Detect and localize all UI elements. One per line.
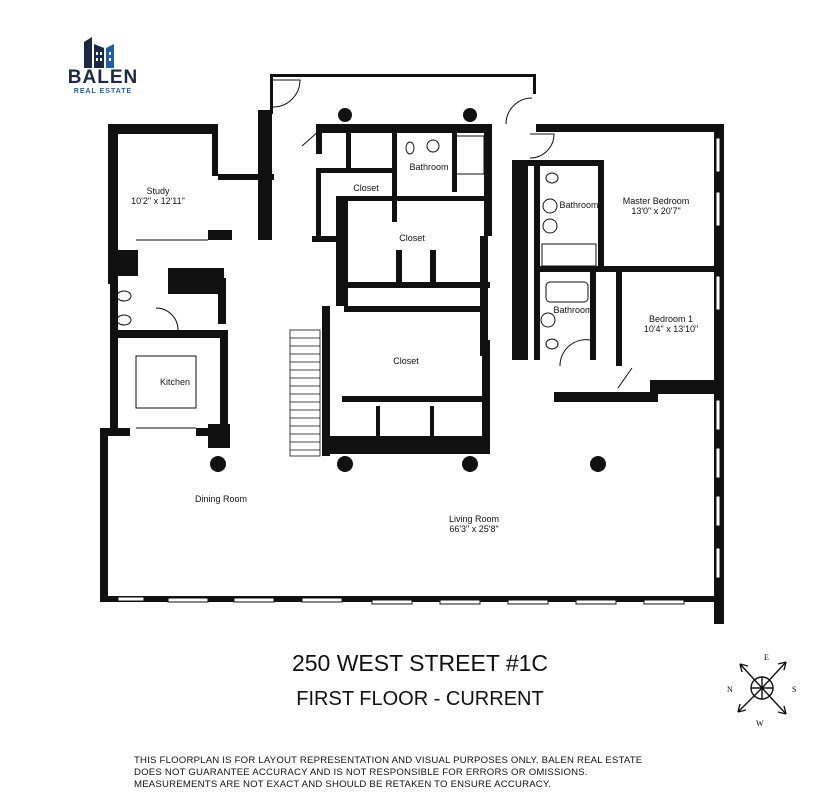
room-bedroom-1: Bedroom 1 10'4" x 13'10" xyxy=(643,314,699,334)
sink-icon xyxy=(426,139,440,153)
shower-icon xyxy=(541,243,597,267)
building-logo-icon xyxy=(84,37,114,68)
room-study: Study 10'2" x 12'11" xyxy=(131,186,185,206)
compass-e: E xyxy=(764,653,769,662)
column-icon xyxy=(210,108,606,472)
toilet-icon xyxy=(545,338,559,350)
disclaimer-line: THIS FLOORPLAN IS FOR LAYOUT REPRESENTAT… xyxy=(134,755,643,766)
room-kitchen: Kitchen xyxy=(159,377,191,387)
room-closet-large: Closet xyxy=(393,356,419,366)
toilet-icon xyxy=(545,172,559,184)
room-bathroom-top: Bathroom xyxy=(409,162,449,172)
shower-icon xyxy=(455,135,485,175)
address-title: 250 WEST STREET #1C xyxy=(291,650,549,676)
floor-subtitle: FIRST FLOOR - CURRENT xyxy=(296,688,544,710)
compass-s: S xyxy=(792,685,796,694)
room-master-bedroom: Master Bedroom 13'0" x 20'7" xyxy=(622,196,690,216)
compass-n: N xyxy=(727,685,733,694)
disclaimer: THIS FLOORPLAN IS FOR LAYOUT REPRESENTAT… xyxy=(134,755,734,791)
room-bathroom-master: Bathroom xyxy=(559,200,599,210)
sink-icon xyxy=(542,218,558,234)
room-dining-room: Dining Room xyxy=(194,494,248,504)
sink-icon xyxy=(542,198,558,214)
brand-name: BALEN xyxy=(67,67,139,88)
toilet-icon xyxy=(405,141,415,155)
room-bathroom-2: Bathroom xyxy=(553,305,593,315)
walls xyxy=(100,74,724,624)
bathtub-icon xyxy=(545,281,589,303)
toilet-icon xyxy=(116,314,132,326)
brand-logo: BALEN REAL ESTATE xyxy=(56,34,150,96)
disclaimer-line: DOES NOT GUARANTEE ACCURACY AND IS NOT R… xyxy=(134,767,588,778)
room-living-room: Living Room 66'3" x 25'8" xyxy=(448,514,500,534)
room-closet-small: Closet xyxy=(353,183,379,193)
compass-w: W xyxy=(756,719,764,728)
fixtures xyxy=(116,135,597,409)
brand-tagline: REAL ESTATE xyxy=(73,88,133,95)
compass-rose-icon: N S E W xyxy=(727,653,796,728)
windows xyxy=(117,137,721,605)
stair-icon xyxy=(289,329,321,457)
toilet-icon xyxy=(116,290,132,302)
doors xyxy=(136,79,633,429)
disclaimer-line: MEASUREMENTS ARE NOT EXACT AND SHOULD BE… xyxy=(134,779,552,790)
room-closet-mid: Closet xyxy=(399,233,425,243)
sink-icon xyxy=(540,312,556,328)
